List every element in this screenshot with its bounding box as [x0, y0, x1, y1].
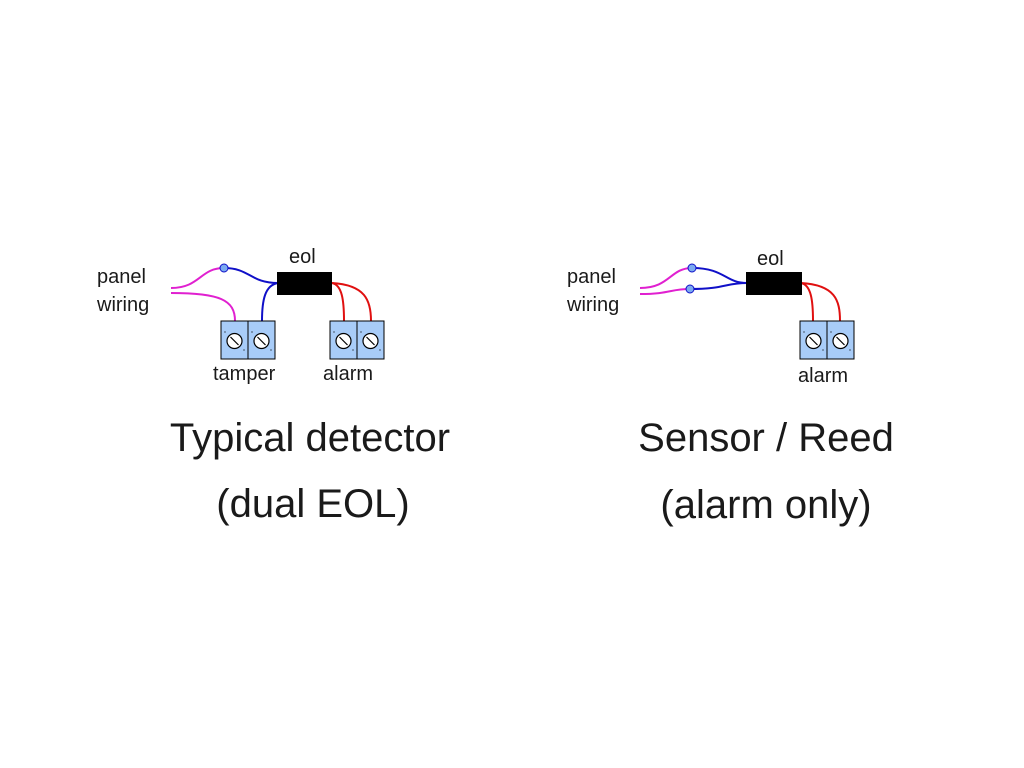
right-panel-label-line2: wiring [566, 294, 619, 316]
right-connector-2 [685, 284, 695, 294]
left-eol-label: eol [289, 246, 316, 268]
right-eol-label: eol [757, 248, 784, 270]
right-alarm-label: alarm [798, 365, 848, 387]
right-panel-label-line1: panel [567, 266, 616, 288]
left-tamper-label: tamper [213, 363, 276, 385]
left-eol-wire-1 [223, 267, 279, 284]
left-panel-wire-2 [170, 292, 236, 322]
right-connector-1 [687, 263, 697, 273]
left-eol-resistor [277, 272, 332, 295]
left-diagram: panel wiring eol tamper alarm Typical de… [96, 246, 450, 526]
left-alarm-wire-2 [331, 282, 372, 322]
left-panel-label-line2: wiring [96, 294, 149, 316]
right-title-line1: Sensor / Reed [638, 416, 894, 460]
left-title-line1: Typical detector [170, 416, 450, 460]
left-eol-wire-2 [261, 282, 279, 322]
right-diagram: panel wiring eol alarm Sensor / Reed (al… [566, 248, 894, 527]
right-alarm-terminal [799, 320, 855, 360]
left-panel-label-line1: panel [97, 266, 146, 288]
left-panel-wire-1 [170, 267, 225, 289]
right-panel-wire-1 [639, 267, 693, 289]
left-alarm-wire-1 [331, 282, 345, 322]
left-tamper-terminal [220, 320, 276, 360]
right-eol-wire-1 [691, 267, 748, 284]
right-title-line2: (alarm only) [660, 483, 871, 527]
right-eol-wire-2 [689, 282, 748, 290]
right-panel-wire-2 [639, 288, 691, 295]
left-title-line2: (dual EOL) [216, 482, 409, 526]
left-connector [219, 263, 229, 273]
left-alarm-terminal [329, 320, 385, 360]
right-eol-resistor [746, 272, 802, 295]
right-alarm-wire-2 [800, 282, 841, 322]
right-alarm-wire-1 [800, 282, 814, 322]
left-alarm-label: alarm [323, 363, 373, 385]
